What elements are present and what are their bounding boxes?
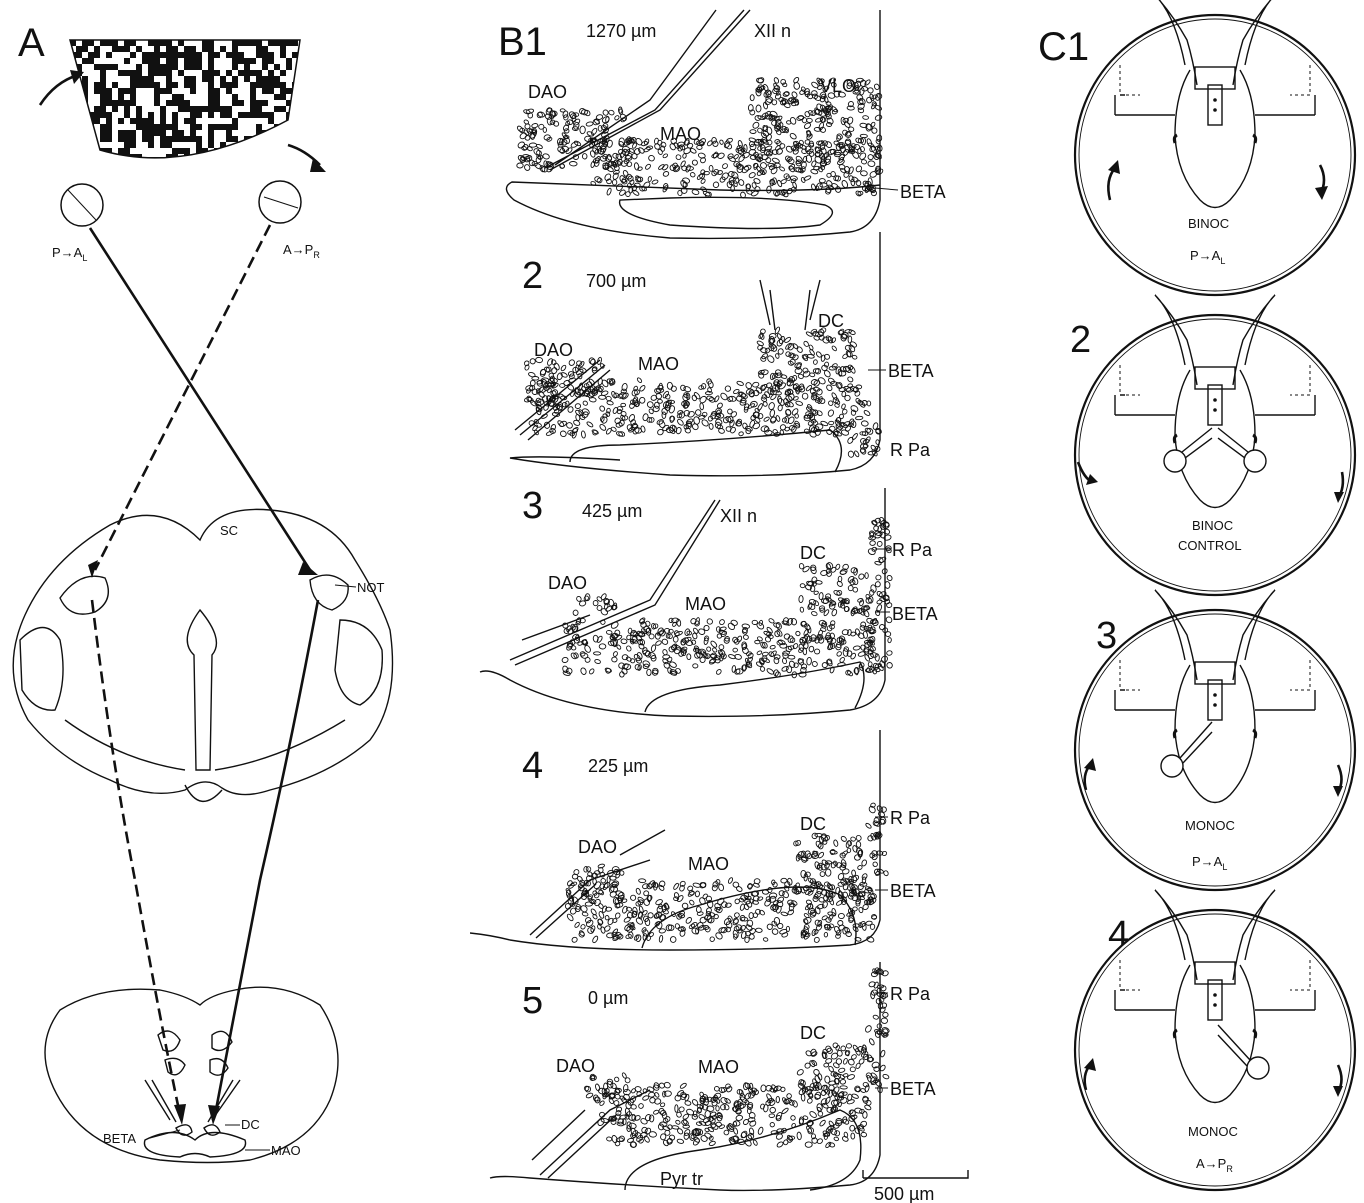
neuron-cell-cluster xyxy=(562,617,878,678)
mao-label-a: MAO xyxy=(271,1143,301,1158)
neuron-cell-cluster xyxy=(799,562,872,618)
medulla-section: BETA DC MAO xyxy=(45,987,338,1162)
random-dot-pattern xyxy=(70,40,304,178)
midbrain-section: SC NOT xyxy=(13,509,392,801)
neuron-cell-cluster xyxy=(796,1042,872,1093)
drum-label: 3 xyxy=(1096,615,1117,657)
drum-label: C1 xyxy=(1038,25,1089,69)
neuron-cell-cluster xyxy=(573,593,618,616)
section-b3: 3 425 µm XII n DAO MAO DC R Pa BETA xyxy=(480,485,938,716)
section-label: 5 xyxy=(522,980,543,1022)
xii-n-label: XII n xyxy=(720,506,757,526)
mao-label: MAO xyxy=(660,124,701,144)
drum-label: 2 xyxy=(1070,319,1091,361)
drum-caption: MONOC xyxy=(1188,1124,1238,1139)
sc-label: SC xyxy=(220,523,238,538)
beta-label: BETA xyxy=(890,1079,936,1099)
left-eye-direction: P→AL xyxy=(52,245,87,263)
rpa-label: R Pa xyxy=(892,540,933,560)
panel-a: A P→AL A→PR SC NOT xyxy=(0,0,470,1203)
dc-label: DC xyxy=(800,814,826,834)
dc-label-a: DC xyxy=(241,1117,260,1132)
left-eye xyxy=(61,184,103,226)
dao-label: DAO xyxy=(528,82,567,102)
drum-c3: 3 MONOC P→AL xyxy=(1075,590,1355,890)
section-label: 3 xyxy=(522,485,543,527)
drum-caption: MONOC xyxy=(1185,818,1235,833)
pathway-not-to-beta xyxy=(92,600,180,1115)
drum-caption: BINOC xyxy=(1188,216,1229,231)
section-b4: 4 225 µm DAO MAO DC R Pa BETA xyxy=(470,730,936,950)
mao-label: MAO xyxy=(698,1057,739,1077)
section-depth: 425 µm xyxy=(582,501,642,521)
section-b2: 2 700 µm DAO MAO DC BETA R Pa xyxy=(510,232,934,476)
panel-c: C1 BINOC P→AL 2 BINOC CONTROL 3 MONOC P→… xyxy=(1000,0,1364,1203)
pathway-not-to-dc xyxy=(215,600,318,1115)
section-depth: 700 µm xyxy=(586,271,646,291)
section-b1: B1 1270 µm XII n DAO MAO VLO BETA xyxy=(498,10,946,238)
panel-b: B1 1270 µm XII n DAO MAO VLO BETA 2 700 … xyxy=(470,0,1000,1203)
section-depth: 1270 µm xyxy=(586,21,656,41)
neuron-cell-cluster xyxy=(564,877,877,944)
neuron-cell-cluster xyxy=(748,76,882,163)
section-label: B1 xyxy=(498,20,547,64)
rpa-label: R Pa xyxy=(890,808,931,828)
neuron-cell-cluster xyxy=(865,802,889,876)
section-label: 4 xyxy=(522,745,543,787)
drum-caption: BINOC xyxy=(1192,518,1233,533)
mao-label: MAO xyxy=(685,594,726,614)
beta-label: BETA xyxy=(892,604,938,624)
section-label: 2 xyxy=(522,255,543,297)
right-eye-direction: A→PR xyxy=(283,242,320,260)
dao-label: DAO xyxy=(578,837,617,857)
dc-label: DC xyxy=(800,543,826,563)
pathway-left-eye-to-not xyxy=(90,228,310,570)
dao-label: DAO xyxy=(534,340,573,360)
neuron-cell-cluster xyxy=(597,1081,872,1148)
drum-c4: 4 MONOC A→PR xyxy=(1075,890,1355,1190)
pyr-tr-label: Pyr tr xyxy=(660,1169,703,1189)
beta-label: BETA xyxy=(900,182,946,202)
drum-c1: C1 BINOC P→AL xyxy=(1038,0,1355,295)
section-depth: 0 µm xyxy=(588,988,628,1008)
rotation-arrow-left xyxy=(40,75,78,105)
not-label: NOT xyxy=(357,580,385,595)
neuron-cell-cluster xyxy=(756,326,857,392)
section-b5: 5 0 µm DAO MAO DC R Pa BETA Pyr tr xyxy=(490,962,936,1190)
drum-c2: 2 BINOC CONTROL xyxy=(1070,295,1355,595)
neuron-cell-cluster xyxy=(864,967,890,1093)
mao-label: MAO xyxy=(638,354,679,374)
dao-label: DAO xyxy=(548,573,587,593)
scale-bar: 500 µm xyxy=(863,1170,968,1203)
mao-label: MAO xyxy=(688,854,729,874)
scale-bar-label: 500 µm xyxy=(874,1184,934,1203)
rpa-label: R Pa xyxy=(890,984,931,1004)
dc-label: DC xyxy=(800,1023,826,1043)
beta-label: BETA xyxy=(890,881,936,901)
rpa-label: R Pa xyxy=(890,440,931,460)
panel-a-letter: A xyxy=(18,21,45,65)
beta-label: BETA xyxy=(888,361,934,381)
neuron-cell-cluster xyxy=(516,107,631,173)
section-depth: 225 µm xyxy=(588,756,648,776)
beta-label-a: BETA xyxy=(103,1131,136,1146)
drum-caption-2: CONTROL xyxy=(1178,538,1242,553)
right-eye xyxy=(259,181,301,223)
xii-n-label: XII n xyxy=(754,21,791,41)
dao-label: DAO xyxy=(556,1056,595,1076)
